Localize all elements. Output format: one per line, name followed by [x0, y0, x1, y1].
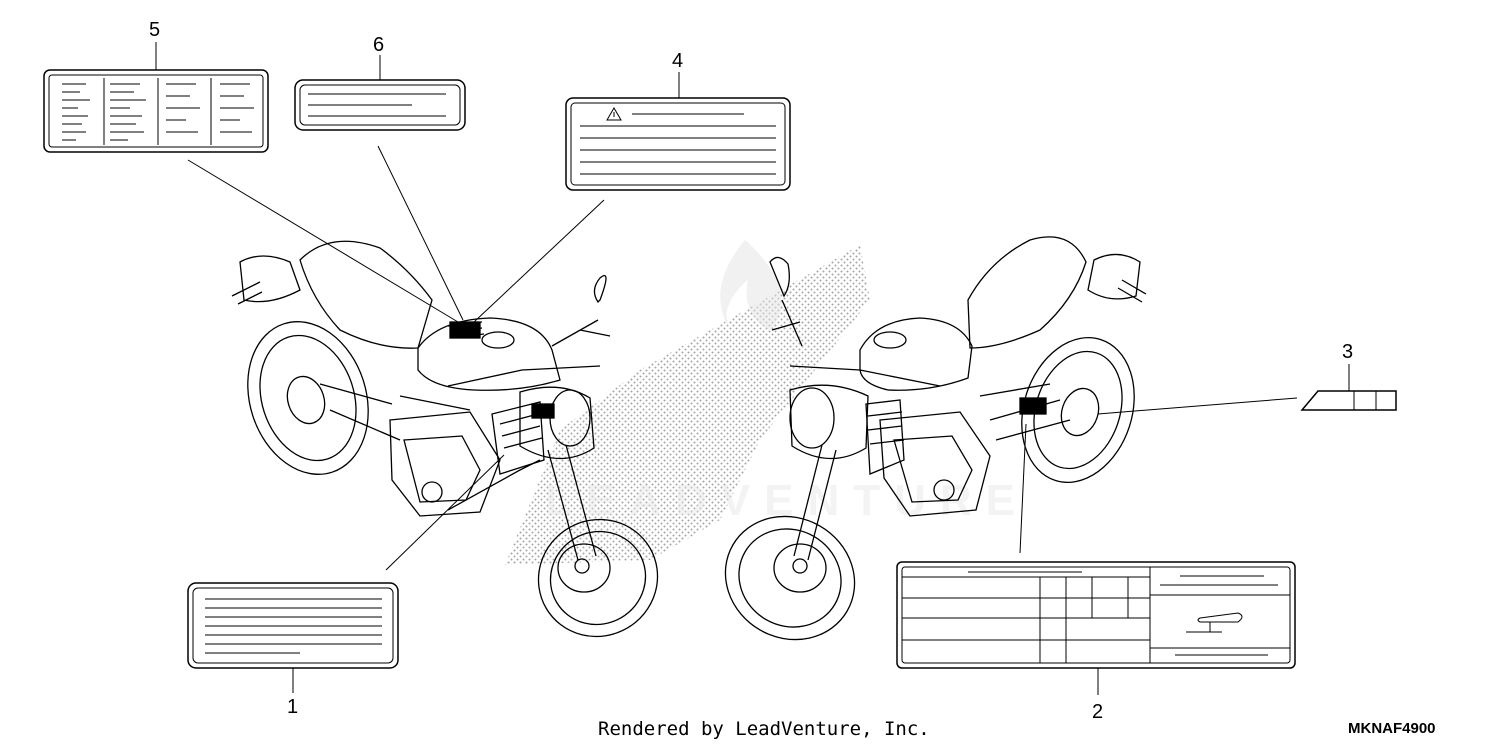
label-2-graphic[interactable] — [896, 561, 1296, 669]
callout-2-number[interactable]: 2 — [1092, 701, 1103, 723]
label-6-graphic[interactable] — [294, 79, 466, 131]
callout-3-number[interactable]: 3 — [1342, 341, 1353, 363]
callout-4-number[interactable]: 4 — [672, 50, 683, 72]
callout-1-number[interactable]: 1 — [287, 696, 298, 718]
leader-line-6 — [377, 145, 464, 321]
stipple-shading — [505, 245, 870, 565]
motorcycle-right-view — [724, 236, 1147, 641]
label-1-graphic[interactable] — [187, 582, 399, 669]
label-4-graphic[interactable] — [565, 97, 791, 191]
tire-gauge-icon — [1186, 612, 1243, 633]
leader-line-4 — [473, 199, 605, 323]
label-5-graphic[interactable] — [43, 69, 269, 153]
diagram-code: MKNAF4900 — [1348, 720, 1436, 737]
label-3-graphic[interactable] — [1300, 390, 1397, 411]
callout-6-number[interactable]: 6 — [373, 34, 384, 56]
warning-triangle-icon — [606, 107, 622, 121]
leader-line-3 — [1097, 397, 1298, 415]
callout-5-number[interactable]: 5 — [149, 19, 160, 41]
rendered-by-credit: Rendered by LeadVenture, Inc. — [598, 718, 930, 740]
motorcycle-left-view — [231, 240, 659, 638]
leader-line-1 — [385, 454, 505, 571]
leader-line-5 — [187, 159, 459, 323]
